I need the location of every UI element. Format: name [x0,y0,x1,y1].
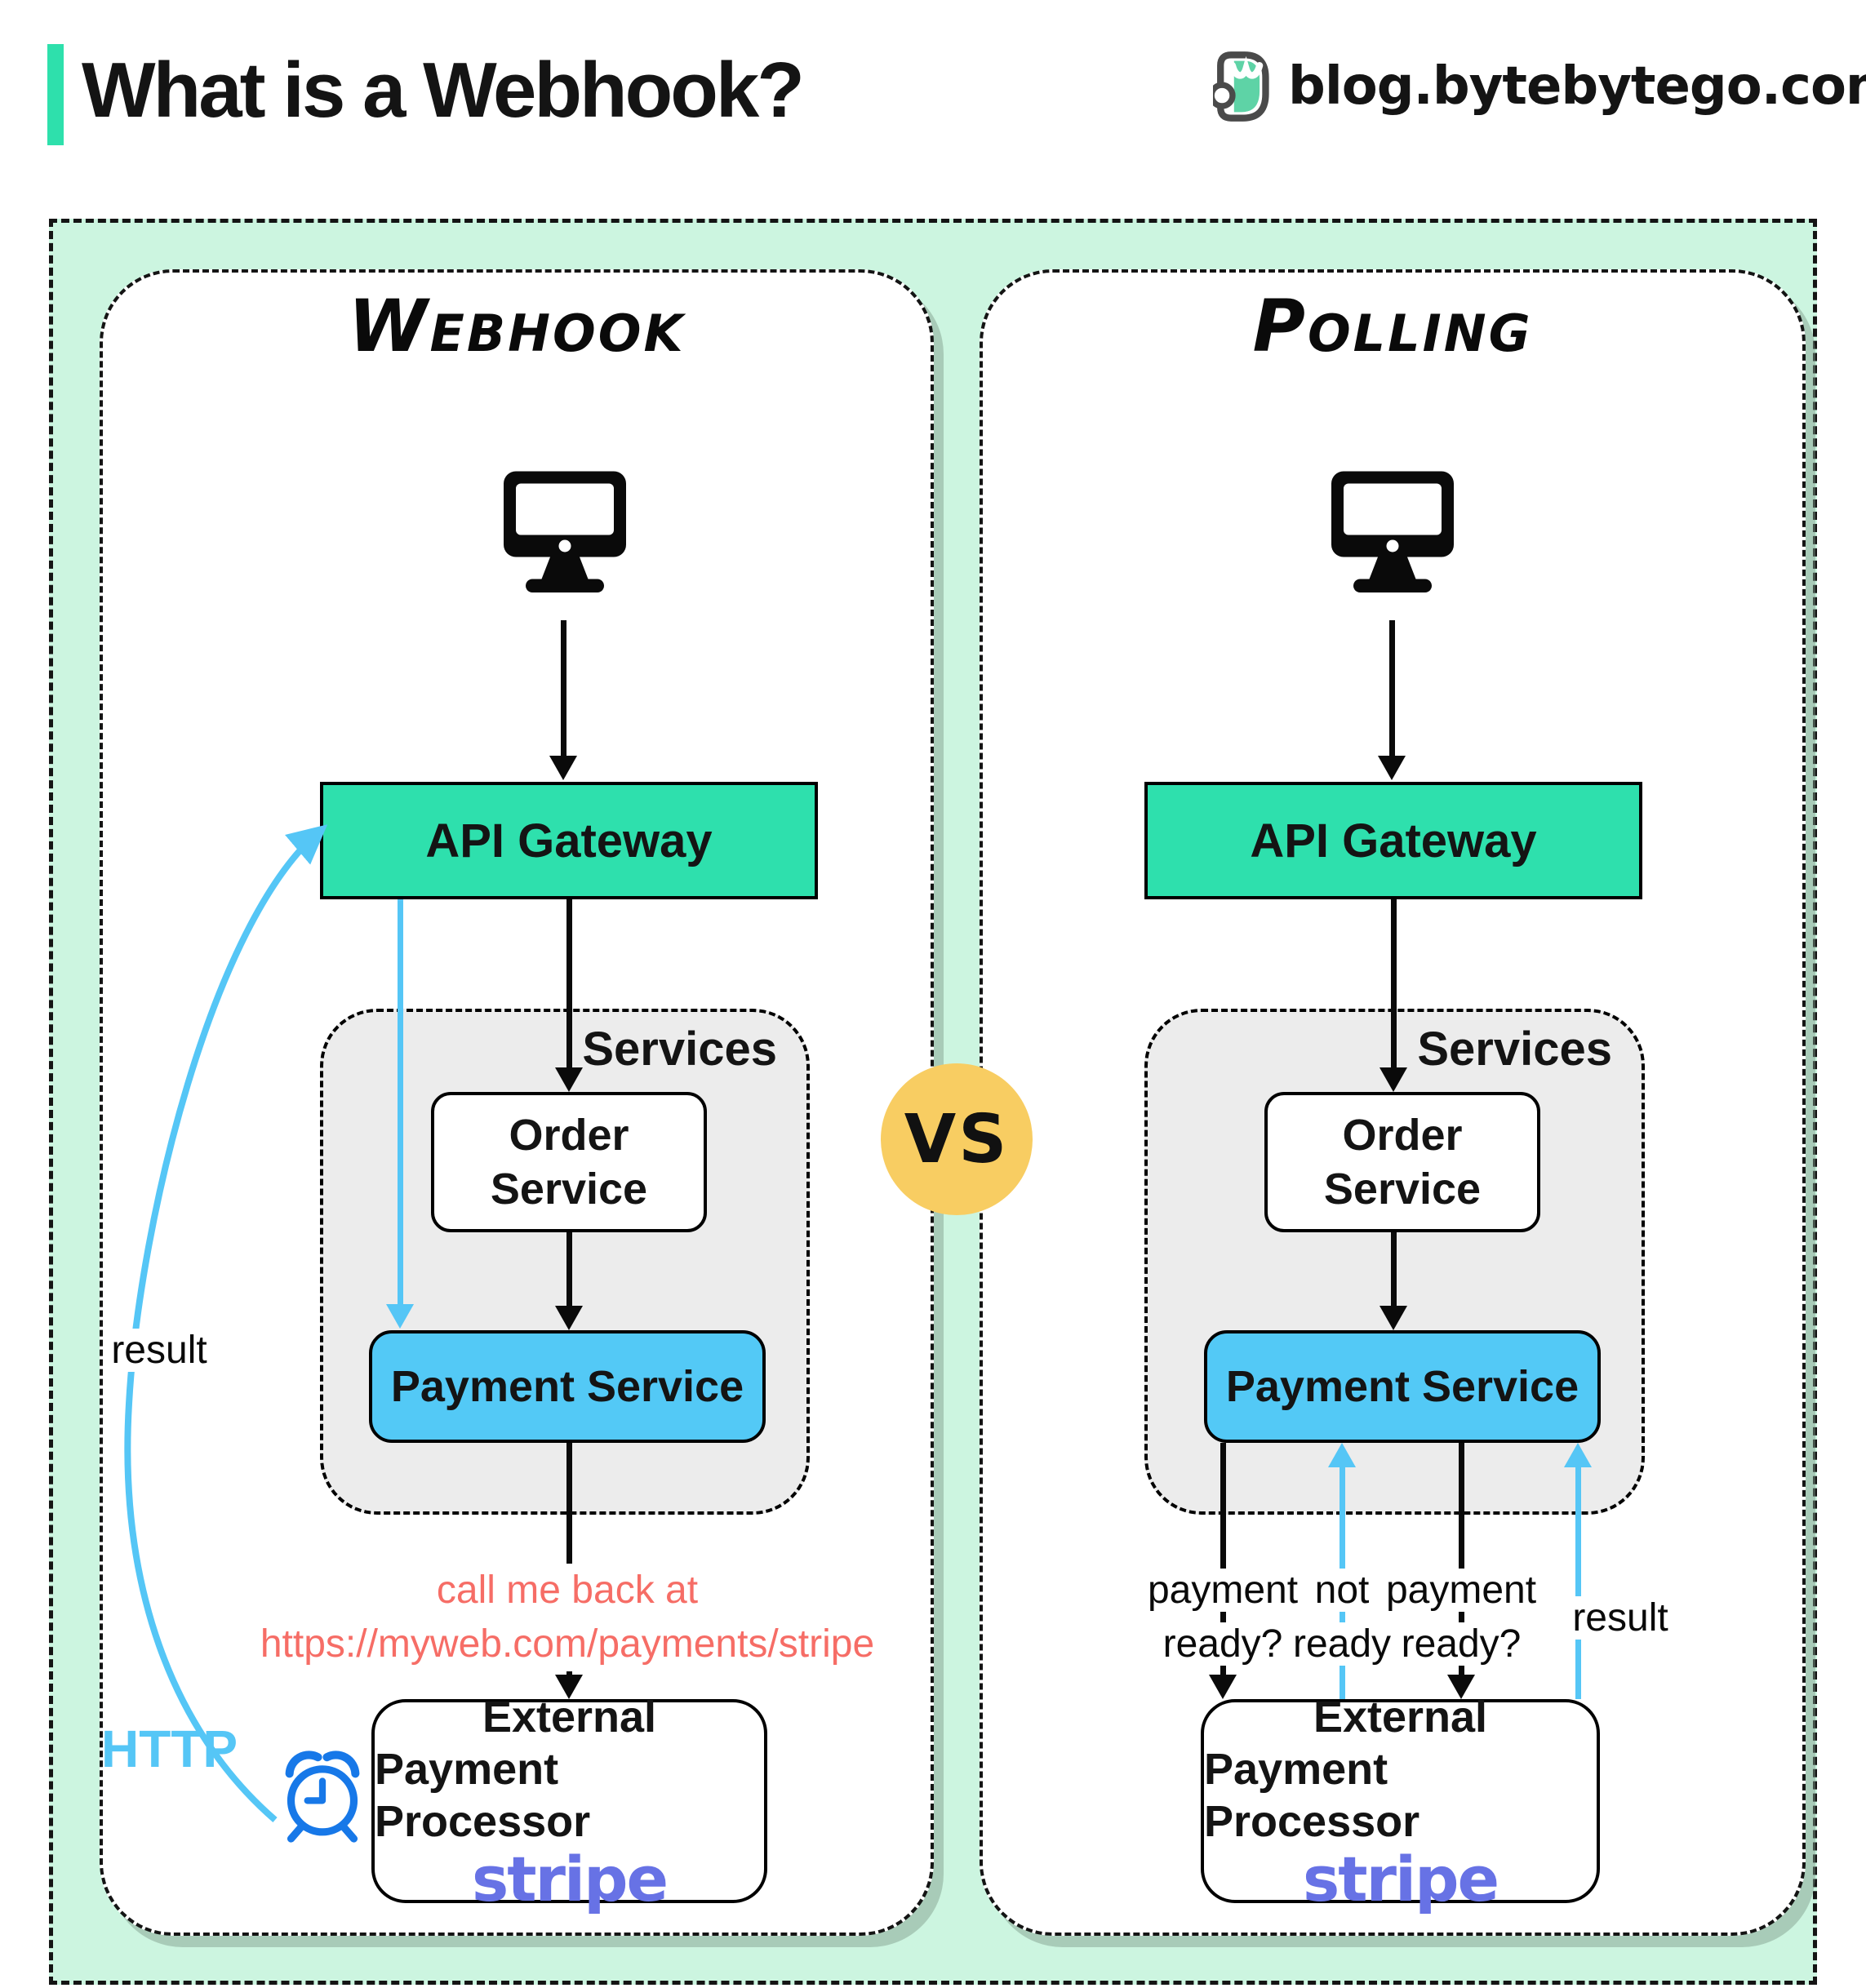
external-label-line1: External [1313,1693,1488,1742]
stripe-logo: stripe [471,1843,669,1915]
monitor-icon [1319,464,1466,604]
vs-badge: VS [881,1063,1033,1215]
webhook-order-service-box: Order Service [431,1092,707,1232]
arrow-order-to-payment [1391,1232,1397,1307]
arrowhead-order-to-payment [555,1306,583,1330]
arrow-payment-to-external [566,1443,572,1676]
arrow-gateway-to-order [566,899,572,1069]
stripe-logo: stripe [1302,1843,1499,1915]
title-accent-bar [47,44,64,145]
arrowhead-gateway-to-order [1380,1067,1407,1092]
arrow-poll-result [1575,1466,1581,1699]
arrowhead-poll-not-ready [1328,1443,1356,1467]
external-label-line1: External [482,1693,657,1742]
polling-query2-label: payment ready? [1339,1564,1584,1671]
external-label-line2: Payment Processor [375,1745,591,1846]
arrow-poll-query-2 [1459,1443,1464,1676]
arrow-poll-query-1 [1220,1443,1226,1676]
polling-panel-title: Polling [1252,284,1533,368]
webhook-payment-service-box: Payment Service [369,1330,766,1443]
arrowhead-payment-to-external [555,1675,583,1699]
webhook-panel-title: Webhook [348,284,686,368]
monitor-icon [491,464,638,604]
arrow-client-to-gateway [561,620,566,757]
webhook-services-label: Services [582,1023,777,1076]
arrowhead-client-to-gateway [1378,756,1406,780]
brand-url: blog.bytebytego.com [1288,56,1866,117]
webhook-callback-note: call me back at https://myweb.com/paymen… [200,1564,935,1671]
webhook-http-label: HTTP [101,1720,238,1778]
page-title: What is a Webhook? [82,47,805,134]
arrowhead-webhook-callback-register [386,1304,414,1329]
callback-note-url: https://myweb.com/payments/stripe [251,1617,883,1671]
arrowhead-client-to-gateway [549,756,577,780]
external-label-line2: Payment Processor [1204,1745,1420,1846]
arrowhead-order-to-payment [1380,1306,1407,1330]
alarm-clock-icon [278,1746,367,1843]
polling-order-service-box: Order Service [1264,1092,1540,1232]
polling-api-gateway-box: API Gateway [1144,782,1642,899]
arrow-webhook-callback-register [398,899,403,1306]
webhook-api-gateway-box: API Gateway [320,782,818,899]
arrowhead-poll-result [1564,1443,1592,1467]
arrowhead-poll-query-2 [1447,1675,1475,1699]
arrow-gateway-to-order [1391,899,1397,1069]
arrowhead-gateway-to-order [555,1067,583,1092]
polling-payment-service-box: Payment Service [1204,1330,1601,1443]
polling-result-label: result [1531,1591,1710,1645]
bytebytego-logo-icon [1213,49,1270,124]
arrowhead-poll-query-1 [1209,1675,1237,1699]
callback-note-line1: call me back at [428,1564,707,1617]
arrow-client-to-gateway [1389,620,1395,757]
polling-services-label: Services [1417,1023,1612,1076]
polling-external-processor-box: External Payment Processor stripe [1201,1693,1600,1911]
polling-query1-label: payment ready? [1100,1564,1345,1671]
arrow-order-to-payment [566,1232,572,1307]
webhook-result-label: result [73,1324,245,1378]
webhook-result-curve-arrow [124,824,328,1823]
brand: blog.bytebytego.com [1213,46,1866,127]
webhook-external-processor-box: External Payment Processor stripe [371,1693,767,1911]
